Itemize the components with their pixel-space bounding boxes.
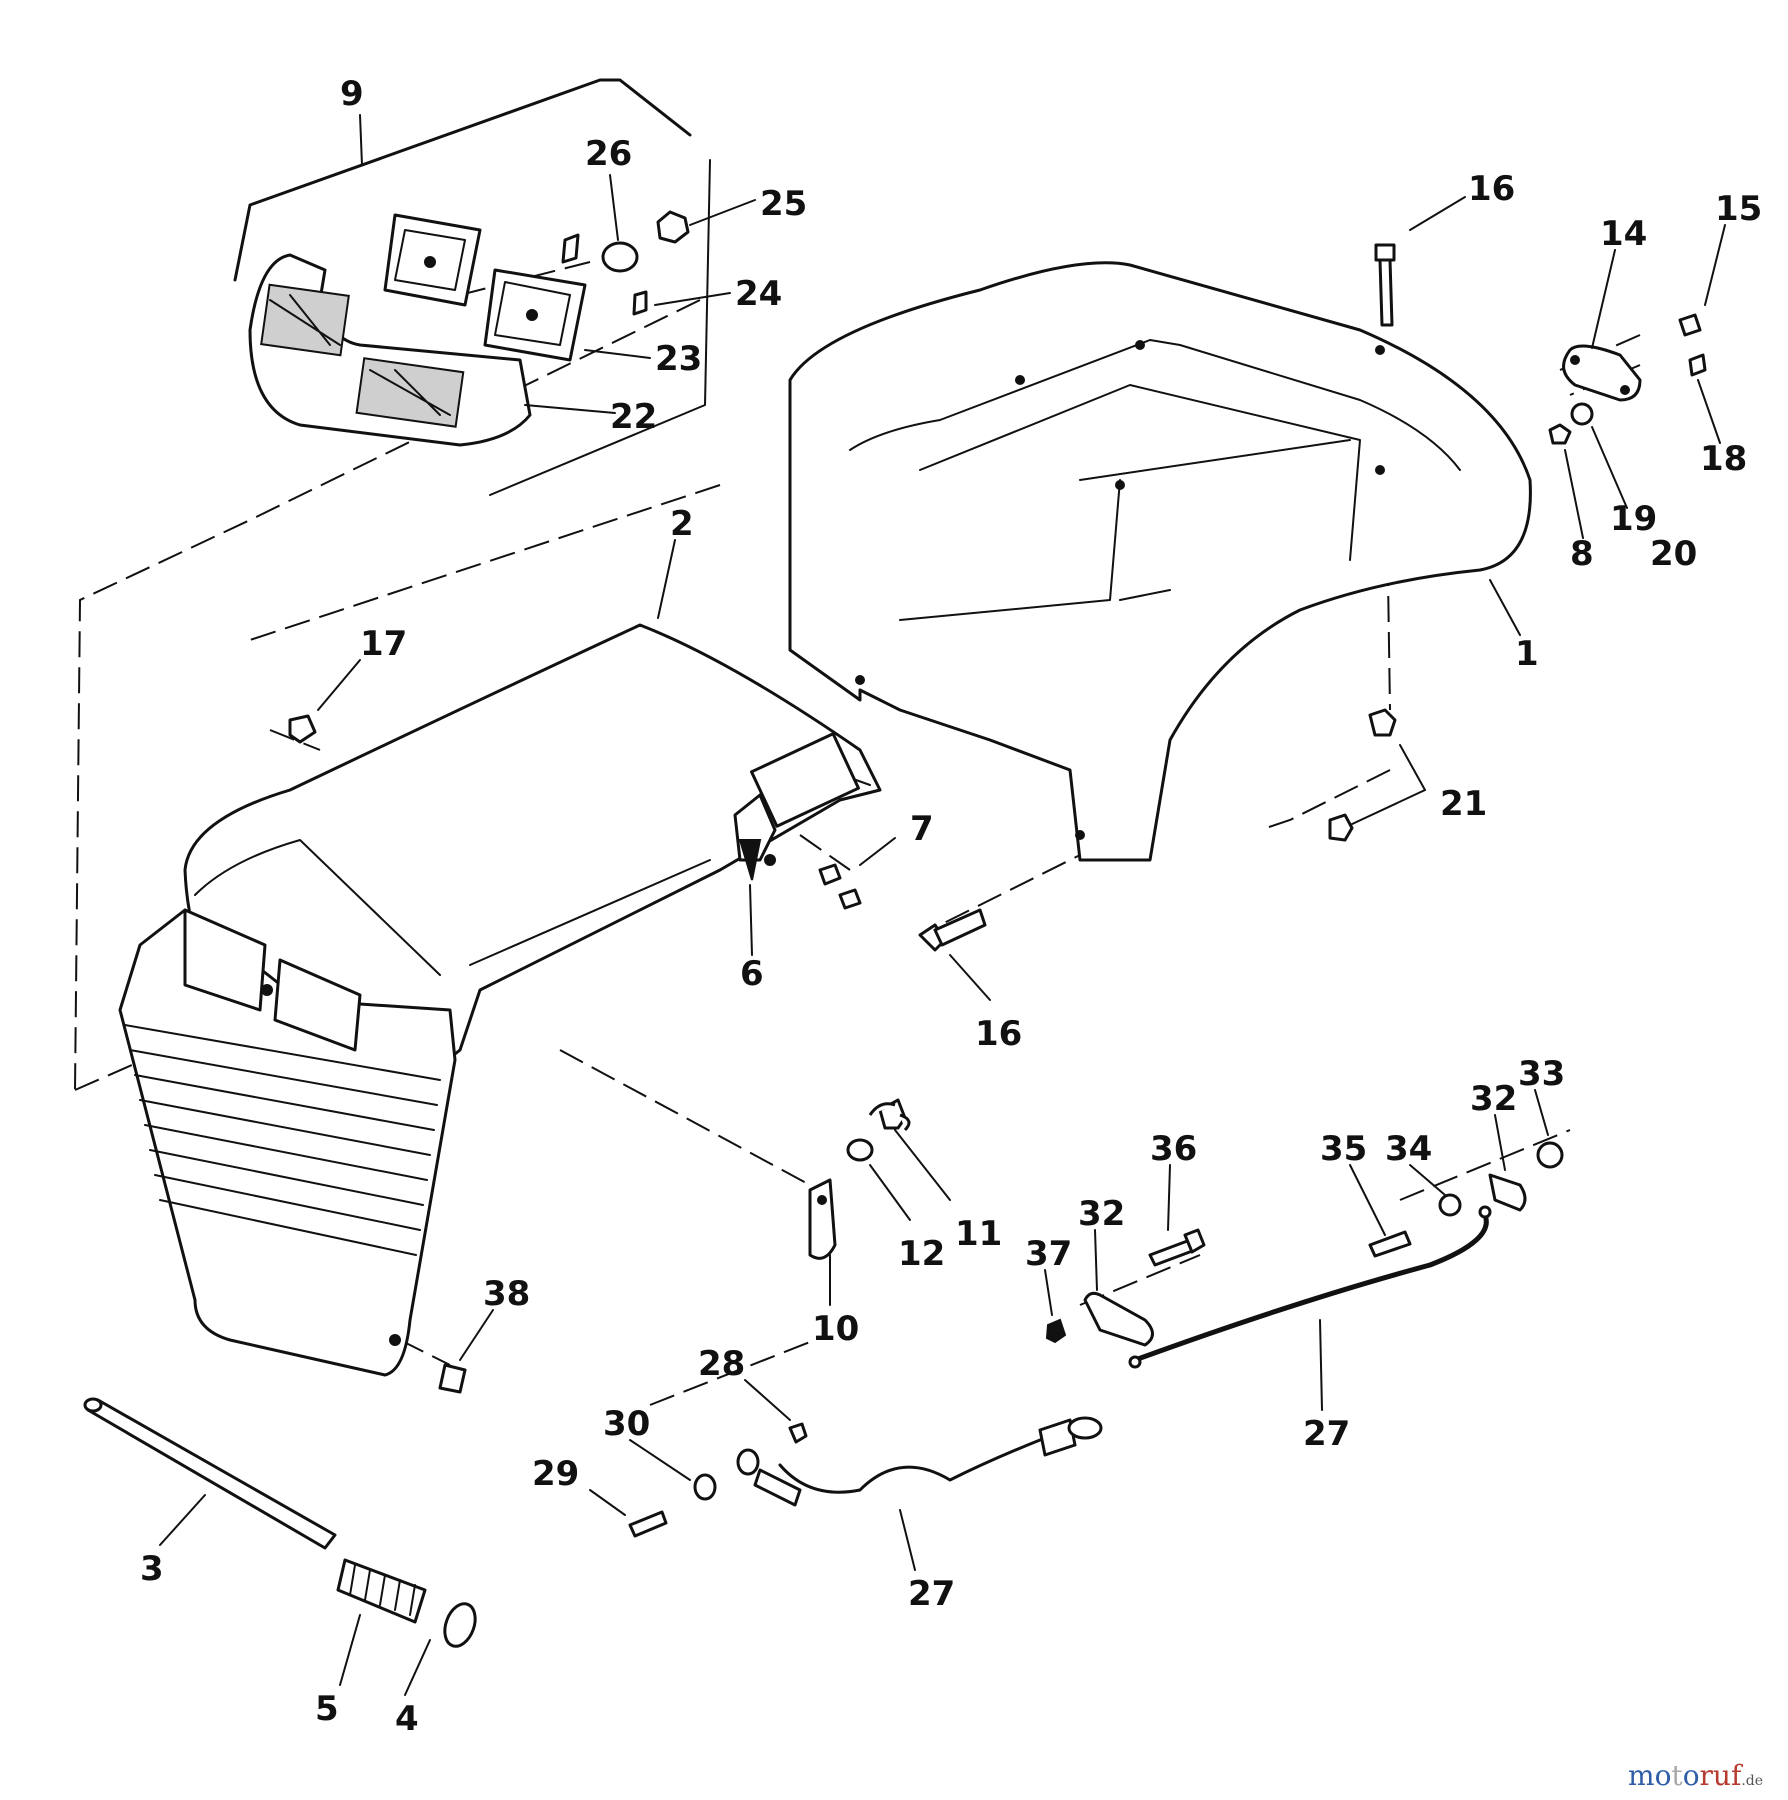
callout-20: 20 (1650, 534, 1697, 574)
callout-4: 4 (395, 1699, 419, 1739)
callout-14: 14 (1600, 214, 1647, 254)
lamp-small-parts (561, 210, 690, 316)
callout-7: 7 (910, 809, 934, 849)
cable-fasteners (628, 1422, 808, 1538)
callout-25: 25 (760, 184, 807, 224)
callout-labels: 9 26 25 24 23 22 16 15 14 18 8 19 20 2 1… (140, 74, 1762, 1739)
plate-and-fasteners (1548, 313, 1707, 445)
leader-arrows (159, 114, 1726, 1696)
callout-37: 37 (1025, 1234, 1072, 1274)
grille (118, 908, 457, 1377)
headlight-group-bracket (233, 78, 711, 496)
bolts-and-nuts (288, 243, 1397, 952)
callout-18: 18 (1700, 439, 1747, 479)
rear-fender (788, 261, 1532, 862)
headlight-housing (383, 213, 587, 362)
callout-16-bottom: 16 (975, 1014, 1022, 1054)
headlight-lens (248, 253, 532, 447)
callout-32-left: 32 (1078, 1194, 1125, 1234)
callout-34: 34 (1385, 1129, 1432, 1169)
callout-10: 10 (812, 1309, 859, 1349)
callout-21: 21 (1440, 784, 1487, 824)
callout-12: 12 (898, 1234, 945, 1274)
spacer (438, 1363, 467, 1394)
callout-6: 6 (740, 954, 764, 994)
callout-24: 24 (735, 274, 782, 314)
callout-32-right: 32 (1470, 1079, 1517, 1119)
clamp-assembly-right (1368, 1141, 1564, 1258)
callout-19: 19 (1610, 499, 1657, 539)
callout-22: 22 (610, 397, 657, 437)
latch (733, 793, 777, 881)
callout-28: 28 (698, 1344, 745, 1384)
callout-35: 35 (1320, 1129, 1367, 1169)
callout-29: 29 (532, 1454, 579, 1494)
callout-33: 33 (1518, 1054, 1565, 1094)
callout-30: 30 (603, 1404, 650, 1444)
callout-23: 23 (655, 339, 702, 379)
callout-3: 3 (140, 1549, 164, 1589)
callout-26: 26 (585, 134, 632, 174)
watermark: motoruf.de (1628, 1759, 1763, 1792)
callout-8: 8 (1570, 534, 1594, 574)
callout-27-left: 27 (908, 1574, 955, 1614)
svg-text:motoruf.de: motoruf.de (1628, 1759, 1763, 1792)
callout-15: 15 (1715, 189, 1762, 229)
callout-9: 9 (340, 74, 364, 114)
bracket-assembly (808, 1098, 911, 1260)
hinge-rod-assembly (83, 1397, 477, 1648)
callout-5: 5 (315, 1689, 339, 1729)
callout-36: 36 (1150, 1129, 1197, 1169)
clamp-assembly-left (1045, 1228, 1206, 1347)
callout-27-right: 27 (1303, 1414, 1350, 1454)
callout-11: 11 (955, 1214, 1002, 1254)
callout-2: 2 (670, 504, 694, 544)
callout-38: 38 (483, 1274, 530, 1314)
ground-cables (753, 1205, 1492, 1507)
callout-1: 1 (1515, 634, 1539, 674)
callout-17: 17 (360, 624, 407, 664)
callout-16-top: 16 (1468, 169, 1515, 209)
